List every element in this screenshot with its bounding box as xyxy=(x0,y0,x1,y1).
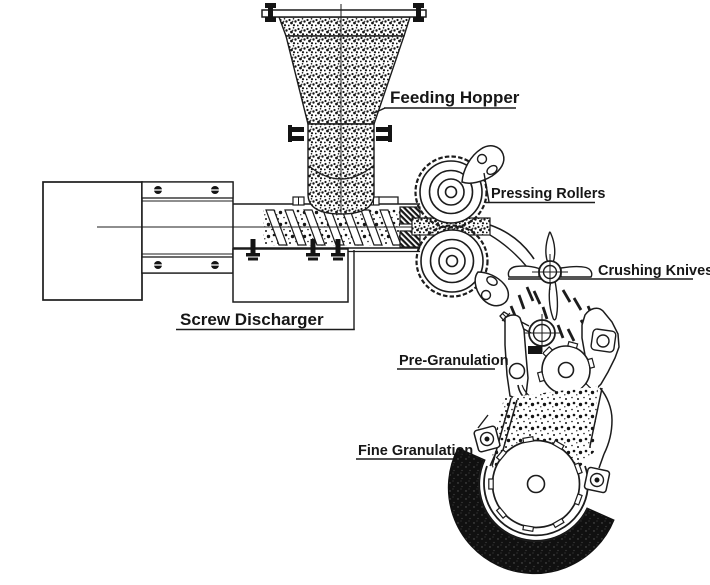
left-housing-boss xyxy=(473,414,501,467)
screen-mesh-crescent xyxy=(447,447,615,575)
pre-granulation-rotor xyxy=(536,340,596,400)
drive-motor-box xyxy=(42,181,143,301)
pressing-rollers-leader xyxy=(483,172,490,203)
upper-roller-bracket xyxy=(461,145,505,184)
pressing-rollers-assembly xyxy=(411,145,535,307)
fine-granulation-label: Fine Granulation xyxy=(358,443,473,459)
fine-rotor-teeth xyxy=(488,435,583,533)
lower-pressing-roller xyxy=(415,224,489,298)
label-screw-discharger: Screw Discharger xyxy=(176,250,355,331)
hopper-top-flange xyxy=(261,3,427,22)
label-crushing-knives: Crushing Knives xyxy=(598,263,710,279)
fine-granulation-rotor xyxy=(488,435,583,533)
label-pre-granulation: Pre-Granulation xyxy=(397,353,509,370)
fine-housing-outer-arc xyxy=(478,459,589,542)
fine-housing-inner-arc xyxy=(483,465,589,537)
barrel-mount-bolts xyxy=(246,239,345,261)
crushing-knives-assembly xyxy=(507,231,693,342)
screw-discharger-label: Screw Discharger xyxy=(180,310,324,329)
flange-bolts xyxy=(153,186,220,269)
fine-granulation-assembly xyxy=(447,386,615,575)
feeding-hopper-assembly xyxy=(261,3,427,215)
hopper-neck-bolts xyxy=(288,125,392,142)
label-pressing-rollers: Pressing Rollers xyxy=(483,172,605,204)
pregran-housing-left-arm xyxy=(504,314,529,400)
hopper-top-band xyxy=(277,16,411,37)
pre-granulation-assembly xyxy=(499,307,620,409)
label-fine-granulation: Fine Granulation xyxy=(356,443,473,460)
pressing-rollers-label: Pressing Rollers xyxy=(491,186,605,202)
diagram-labels: Feeding Hopper Pressing Rollers Crushing… xyxy=(176,88,710,460)
label-feeding-hopper: Feeding Hopper xyxy=(373,88,520,114)
shaft-bearing-crosshair xyxy=(523,314,561,354)
pre-granulation-label: Pre-Granulation xyxy=(399,353,509,369)
feeding-hopper-leader xyxy=(373,107,386,114)
crushing-knives-label: Crushing Knives xyxy=(598,263,710,279)
knife-blades xyxy=(507,231,593,321)
screw-discharger-assembly xyxy=(42,181,490,303)
knife-hub xyxy=(532,254,568,290)
feeding-hopper-label: Feeding Hopper xyxy=(390,88,520,107)
discharger-base-box xyxy=(232,248,349,303)
lower-roller-bracket xyxy=(474,271,510,307)
ribbon-chute-lower xyxy=(489,234,528,268)
right-housing-boss xyxy=(583,466,611,494)
ribbon-chute-upper xyxy=(489,224,535,260)
